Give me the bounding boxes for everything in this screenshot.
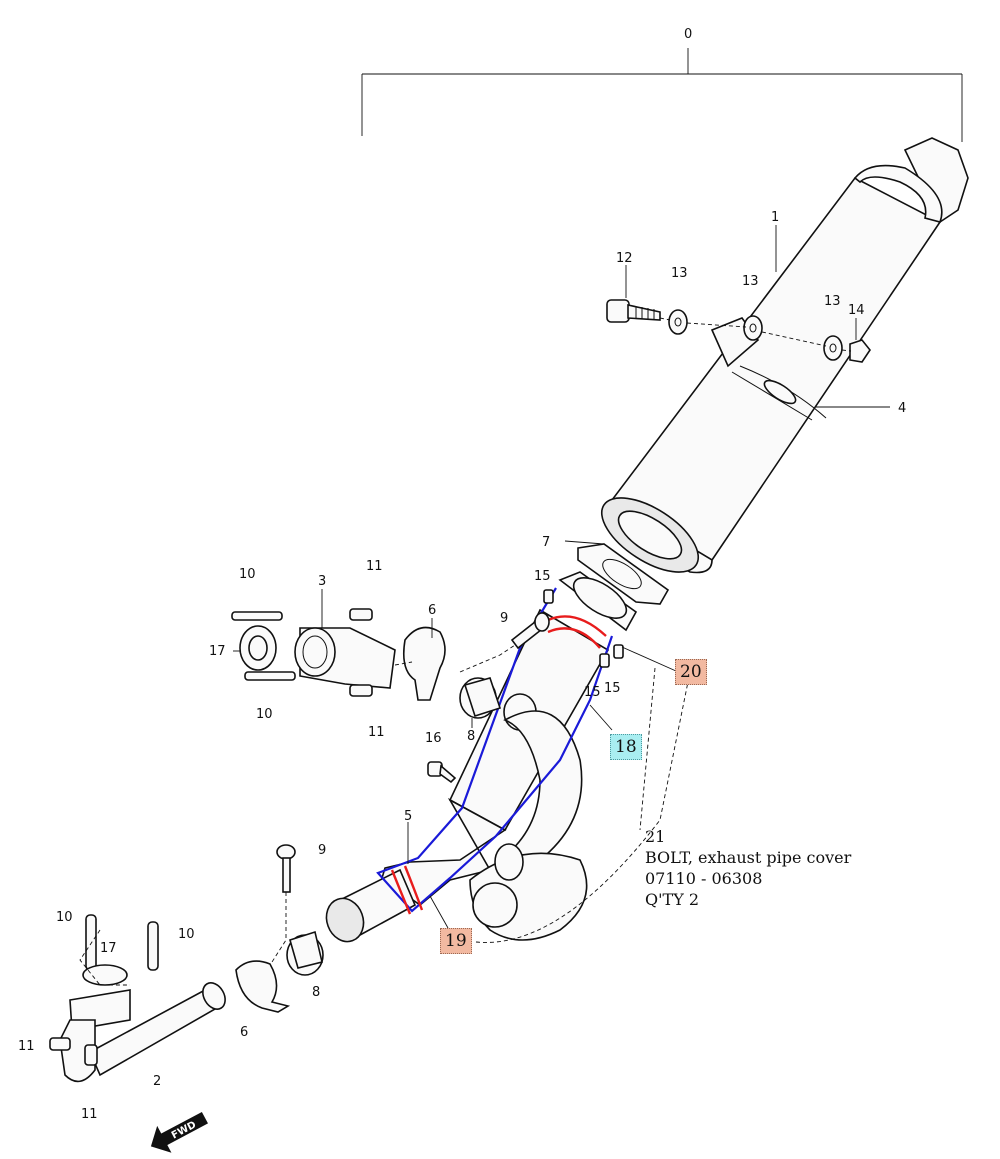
callout-15c: 15 [604, 681, 621, 696]
callout-11a: 11 [366, 559, 383, 574]
callout-15b: 15 [584, 685, 601, 700]
callout-8a: 8 [467, 729, 475, 744]
callout-6b: 6 [240, 1025, 248, 1040]
note-part-number: 07110 - 06308 [645, 869, 763, 888]
exhaust-pipe-cover-outline [376, 587, 614, 913]
note-name: BOLT, exhaust pipe cover [645, 848, 852, 867]
forward-direction-arrow: FWD [150, 1111, 208, 1153]
callout-6a: 6 [428, 603, 436, 618]
callout-1: 1 [771, 210, 779, 225]
callout-3: 3 [318, 574, 326, 589]
callout-10d: 10 [178, 927, 195, 942]
badge-20: 20 [675, 659, 707, 685]
callout-17a: 17 [209, 644, 226, 659]
badge-19: 19 [440, 928, 472, 954]
muffler [600, 137, 969, 574]
bolt-note: 21 BOLT, exhaust pipe cover 07110 - 0630… [645, 826, 905, 910]
clamps-and-sleeves [235, 626, 502, 1013]
callout-0: 0 [684, 27, 692, 42]
leader-lines [233, 225, 890, 929]
callout-13a: 13 [671, 266, 688, 281]
rear-exhaust-pipe [49, 914, 226, 1083]
callout-13c: 13 [824, 294, 841, 309]
callout-13b: 13 [742, 274, 759, 289]
callout-10c: 10 [56, 910, 73, 925]
callout-11c: 11 [18, 1039, 35, 1054]
callout-9b: 9 [318, 843, 326, 858]
callout-2: 2 [153, 1074, 161, 1089]
callout-14: 14 [848, 303, 865, 318]
callout-7: 7 [542, 535, 550, 550]
callout-8b: 8 [312, 985, 320, 1000]
rear-pipe-head [231, 608, 396, 697]
badge-18: 18 [610, 734, 642, 760]
callout-4: 4 [898, 401, 906, 416]
note-quantity: Q'TY 2 [645, 890, 700, 909]
lower-stud [276, 844, 296, 893]
callout-10b: 10 [256, 707, 273, 722]
small-fasteners [427, 589, 624, 784]
assembly-lines [79, 644, 691, 986]
callout-10a: 10 [239, 567, 256, 582]
callout-5: 5 [404, 809, 412, 824]
callout-9a: 9 [500, 611, 508, 626]
callout-12: 12 [616, 251, 633, 266]
assembly-bracket [361, 48, 963, 142]
highlighted-cover-bolts [390, 615, 607, 915]
callout-17b: 17 [100, 941, 117, 956]
note-number: 21 [645, 827, 666, 846]
callout-11d: 11 [81, 1107, 98, 1122]
callout-numbers: 0 1 12 13 13 13 14 4 7 15 9 15 15 10 3 1… [18, 27, 906, 1122]
front-exhaust-pipe [325, 571, 638, 943]
callout-11b: 11 [368, 725, 385, 740]
callout-16: 16 [425, 731, 442, 746]
callout-15a: 15 [534, 569, 551, 584]
muffler-mount-hardware [606, 299, 871, 363]
